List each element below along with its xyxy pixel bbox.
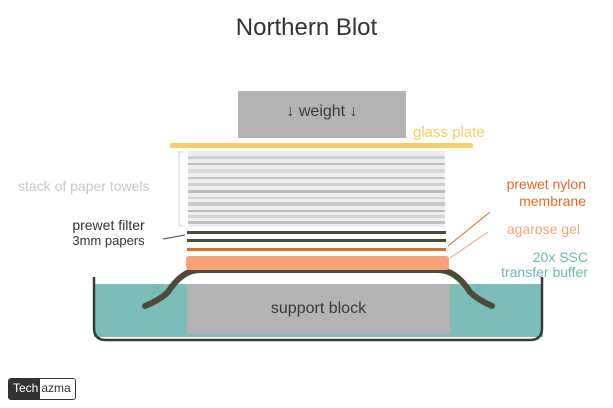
paper-towels-label: stack of paper towels (18, 178, 150, 194)
paper-towel-stack (188, 151, 445, 227)
support-block (187, 284, 450, 334)
weight-block (238, 91, 406, 138)
agarose-label: agarose gel (506, 221, 580, 237)
membrane-label-line2: membrane (519, 193, 586, 209)
arrow-up-right-icon (475, 286, 486, 299)
logo-part-1: Tech (9, 379, 41, 399)
buffer-label-line1: 20x SSC (532, 249, 588, 265)
filter-paper-1 (187, 231, 446, 234)
diagram-title: Northern Blot (235, 14, 378, 41)
arrow-up-left-icon (149, 286, 160, 299)
towel-bracket (178, 151, 183, 227)
filter-label-line2: 3mm papers (72, 233, 145, 248)
buffer-tray (92, 277, 544, 342)
techazma-logo: Tech azma (8, 378, 76, 400)
filter-paper-2 (187, 239, 446, 242)
agarose-gel (186, 256, 449, 270)
glass-plate-label: glass plate (413, 124, 485, 141)
membrane-label-line1: prewet nylon (506, 176, 586, 192)
membrane-pointer (447, 211, 491, 247)
filter-pointer (162, 234, 186, 240)
support-block-label: support block (270, 300, 367, 317)
weight-label: ↓ weight ↓ (286, 103, 358, 120)
filter-label-line1: prewet filter (72, 217, 145, 233)
nylon-membrane (187, 248, 446, 251)
agarose-pointer (449, 231, 489, 259)
logo-part-2: azma (40, 379, 75, 399)
buffer-label-line2: transfer buffer (501, 264, 588, 280)
glass-plate (170, 143, 473, 148)
